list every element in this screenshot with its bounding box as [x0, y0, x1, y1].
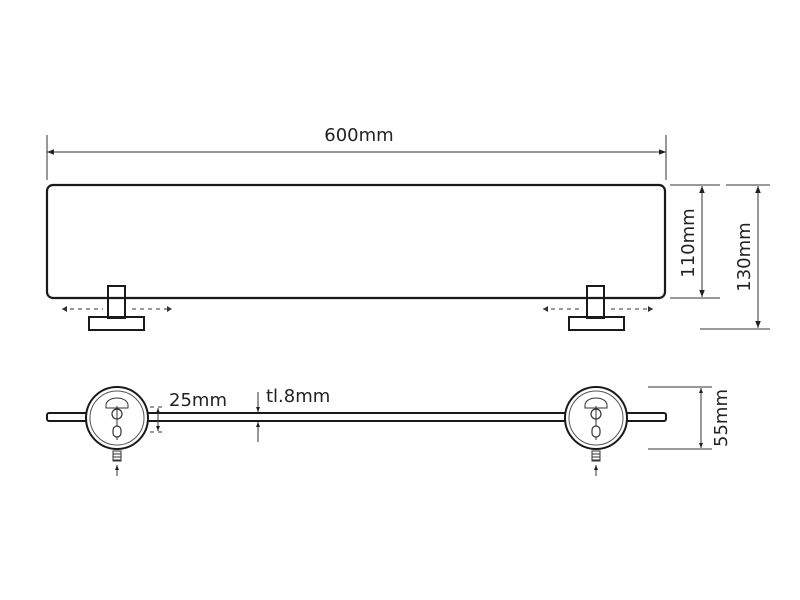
right-bracket-front	[543, 285, 653, 331]
set-screw-left	[112, 450, 122, 476]
top-view: 25mm tl.8mm 55mm	[46, 386, 732, 476]
bracket-size-dimension: 25mm	[150, 390, 227, 433]
depth-dimension: 55mm	[648, 386, 732, 450]
total-height-dimension: 130mm	[700, 184, 770, 330]
glass-panel-front	[45, 183, 667, 300]
width-dimension: 600mm	[46, 125, 667, 180]
front-view: 600mm 110mm	[45, 125, 770, 331]
total-height-label: 130mm	[734, 222, 755, 291]
width-label: 600mm	[324, 125, 393, 146]
left-bracket-front	[62, 285, 172, 331]
glass-panel-top	[46, 412, 667, 422]
left-bracket-top	[85, 386, 149, 476]
glass-height-label: 110mm	[678, 208, 699, 277]
set-screw-right	[591, 450, 601, 476]
depth-label: 55mm	[711, 389, 732, 447]
glass-thickness-label: tl.8mm	[266, 386, 330, 407]
bracket-size-label: 25mm	[169, 390, 227, 411]
glass-height-dimension: 110mm	[670, 184, 720, 299]
right-bracket-top	[564, 386, 628, 476]
glass-thickness-dimension: tl.8mm	[256, 386, 330, 442]
